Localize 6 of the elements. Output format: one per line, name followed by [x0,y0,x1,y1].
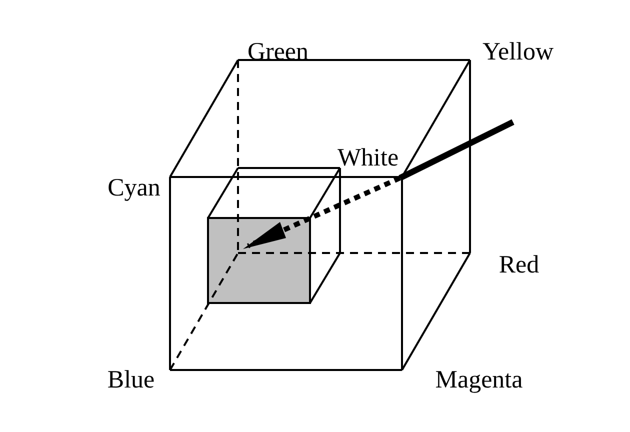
corner-label: White [337,146,399,170]
corner-label: Red [498,252,540,278]
corner-label: Cyan [108,176,160,200]
corner-label: Blue [107,368,155,392]
corner-label: Yellow [482,40,554,64]
corner-label: Magenta [435,368,523,392]
